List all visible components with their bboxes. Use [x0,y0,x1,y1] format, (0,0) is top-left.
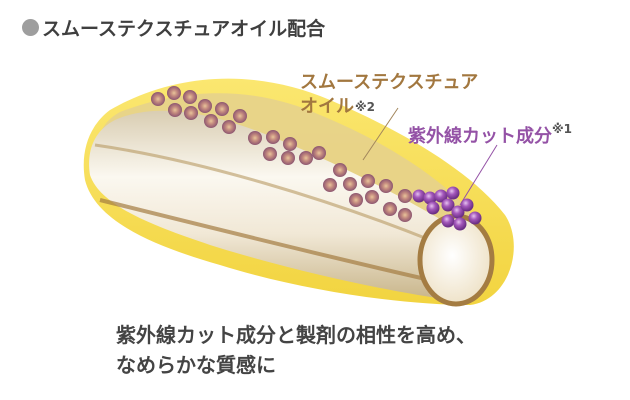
oil-particles [151,86,412,222]
uv-label-text: 紫外線カット成分 [408,126,552,147]
bullet-circle-icon [22,19,39,36]
section-heading: スムーステクスチュアオイル配合 [22,14,325,41]
oil-label: スムーステクスチュア オイル※2 [300,71,478,119]
oil-label-line1: スムーステクスチュア [300,72,479,93]
caption-line1: 紫外線カット成分と製剤の相性を高め、 [116,323,476,347]
hair-core [89,110,450,300]
uv-particles [412,186,482,231]
uv-leader-line [459,144,498,206]
caption-line2: なめらかな質感に [116,353,276,377]
heading-title: スムーステクスチュアオイル配合 [42,18,326,40]
oil-leader-line [362,107,399,161]
caption: 紫外線カット成分と製剤の相性を高め、 なめらかな質感に [116,320,476,380]
uv-label: 紫外線カット成分※1 [408,122,572,148]
oil-label-line2: オイル [300,96,354,117]
strand-end-cap [417,213,495,307]
uv-footnote-mark: ※1 [552,122,573,136]
oil-footnote-mark: ※2 [355,100,376,114]
